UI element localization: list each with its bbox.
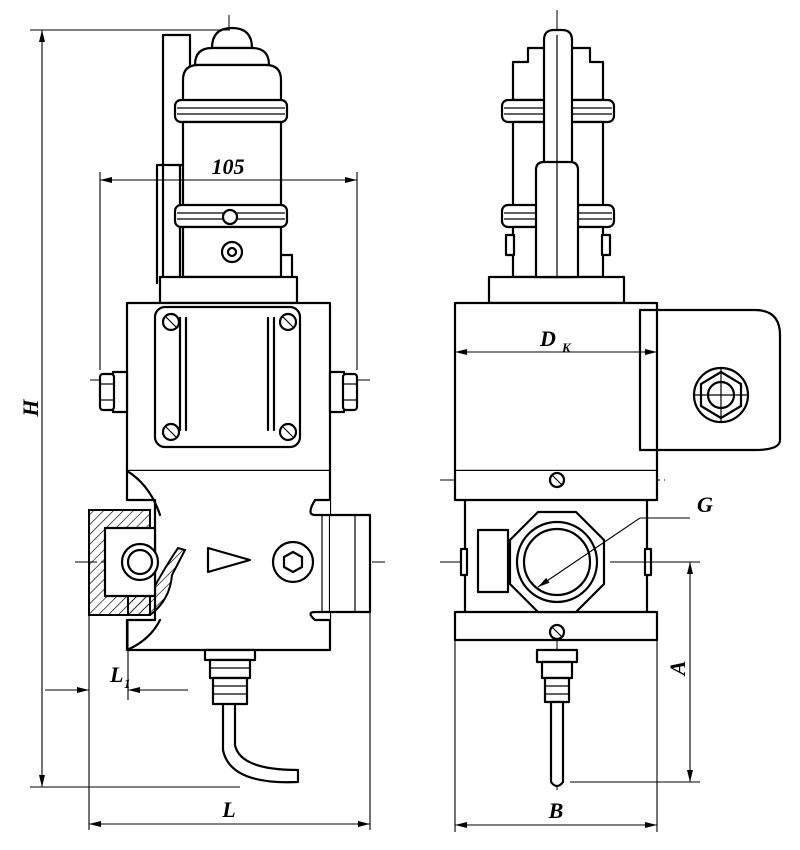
dimension-105-label: 105 (212, 154, 245, 179)
electrical-housing (98, 301, 359, 473)
dimension-l-label: L (221, 797, 235, 822)
dimension-l1: L 1 (45, 615, 188, 830)
cover-screw (161, 312, 298, 442)
dimension-h-label: H (18, 399, 43, 418)
dimension-dk: D K (455, 326, 657, 355)
dimension-a-label: A (665, 661, 690, 678)
dimension-a: A (570, 561, 700, 783)
dimension-b-label: B (548, 798, 564, 823)
dimension-dk-label: D (539, 326, 556, 351)
dimension-h: H (18, 29, 240, 788)
dimension-105: 105 (99, 154, 358, 370)
dimension-b: B (454, 640, 658, 832)
side-solenoid-actuator (487, 28, 626, 305)
side-view: D K G A B (440, 10, 782, 832)
dimension-dk-subscript: K (561, 340, 572, 355)
dimension-l1-subscript: 1 (124, 676, 131, 691)
dimension-g: G (537, 492, 713, 588)
dimension-l: L (89, 612, 371, 830)
dimension-g-label: G (697, 492, 713, 517)
dimension-l1-label: L (109, 662, 123, 687)
side-valve-body (453, 469, 659, 788)
front-view: 105 H L 1 L (18, 15, 385, 830)
valve-body (88, 469, 372, 784)
side-electrical-housing (453, 301, 782, 473)
solenoid-actuator (158, 26, 299, 305)
